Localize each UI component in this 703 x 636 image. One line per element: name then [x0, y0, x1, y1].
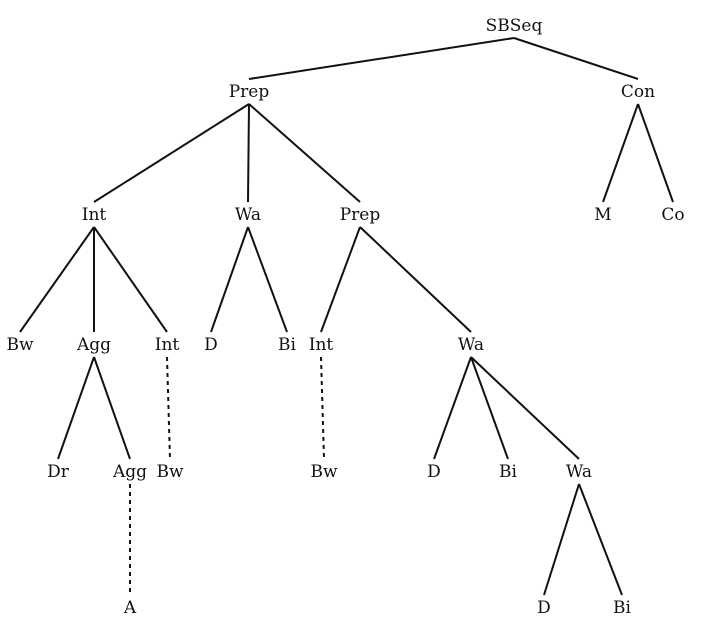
- node-bi1: Bi: [278, 335, 296, 355]
- edge-prep1-int1: [93, 103, 250, 203]
- edge-prep2-int3: [320, 226, 361, 333]
- node-wa2: Wa: [458, 335, 484, 355]
- node-agg1: Agg: [76, 335, 111, 355]
- node-int2: Int: [155, 335, 180, 355]
- edge-sbseq-prep1: [248, 37, 515, 80]
- edge-wa3-d3: [543, 483, 580, 596]
- edge-agg1-dr: [57, 356, 95, 460]
- node-co: Co: [661, 205, 684, 225]
- edge-int1-int2: [93, 226, 168, 333]
- node-d1: D: [204, 335, 218, 355]
- edge-int1-bw1: [19, 226, 95, 333]
- edge-wa3-bi3: [578, 483, 623, 596]
- edge-wa2-d2: [433, 356, 472, 460]
- edge-prep1-wa1: [247, 103, 250, 203]
- edges-layer: [19, 37, 674, 596]
- edge-wa2-bi2: [470, 356, 509, 460]
- edge-agg1-agg2: [93, 356, 131, 460]
- node-con: Con: [621, 82, 655, 102]
- node-d3: D: [537, 598, 551, 618]
- edge-prep1-prep2: [248, 103, 361, 203]
- node-int3: Int: [309, 335, 334, 355]
- edge-prep2-wa2: [359, 226, 472, 333]
- edge-wa1-d1: [210, 226, 249, 333]
- node-bi3: Bi: [613, 598, 631, 618]
- node-prep1: Prep: [229, 82, 270, 102]
- node-bw3: Bw: [310, 462, 337, 482]
- node-sbseq: SBSeq: [486, 16, 543, 36]
- node-bw1: Bw: [6, 335, 33, 355]
- node-m: M: [594, 205, 611, 225]
- edge-con-m: [602, 103, 639, 203]
- node-d2: D: [427, 462, 441, 482]
- node-wa3: Wa: [566, 462, 592, 482]
- node-dr: Dr: [47, 462, 70, 482]
- node-prep2: Prep: [340, 205, 381, 225]
- node-wa1: Wa: [235, 205, 261, 225]
- edge-wa1-bi1: [247, 226, 288, 333]
- node-bi2: Bi: [499, 462, 517, 482]
- edge-sbseq-con: [513, 37, 639, 80]
- edge-wa2-wa3: [470, 356, 580, 460]
- node-agg2: Agg: [112, 462, 147, 482]
- edge-int3-bw3: [320, 356, 325, 460]
- node-bw2: Bw: [156, 462, 183, 482]
- node-a: A: [123, 598, 137, 618]
- edge-con-co: [637, 103, 674, 203]
- node-int1: Int: [82, 205, 107, 225]
- edge-int2-bw2: [166, 356, 171, 460]
